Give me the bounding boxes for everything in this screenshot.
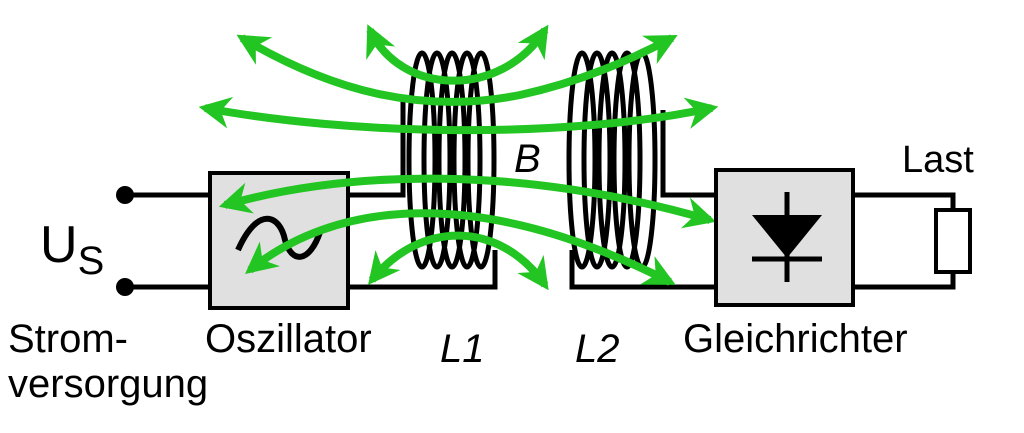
label-voltage: US: [40, 216, 104, 283]
terminal-bottom: [116, 278, 134, 296]
label-rectifier: Gleichrichter: [683, 317, 908, 361]
label-field: B: [514, 137, 541, 181]
magnetic-field-lines: [198, 24, 719, 291]
field-line: [198, 96, 719, 135]
diode-icon: [752, 192, 822, 282]
label-l2: L2: [575, 327, 620, 371]
terminal-top: [116, 186, 134, 204]
load-resistor-icon: [934, 208, 972, 274]
label-load: Last: [902, 139, 974, 181]
label-oscillator: Oszillator: [205, 317, 372, 361]
coil-l2: [566, 50, 658, 270]
field-line: [367, 231, 549, 291]
field-line: [366, 24, 549, 85]
field-line: [245, 209, 676, 286]
label-supply-1: Strom-: [8, 317, 128, 361]
label-supply-2: versorgung: [8, 362, 208, 406]
field-line: [218, 174, 717, 229]
label-l1: L1: [440, 327, 485, 371]
